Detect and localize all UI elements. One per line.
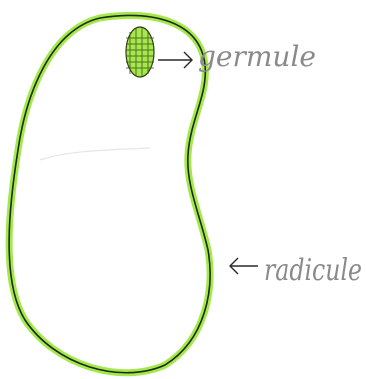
faint-stroke [40,148,150,160]
radicule-arrow [230,258,258,274]
germule-bud [126,27,154,77]
radicule-label: radicule [264,253,362,288]
germule-label: germule [198,40,316,73]
germule-arrow [158,52,192,68]
seed-outline-highlight [9,15,210,372]
